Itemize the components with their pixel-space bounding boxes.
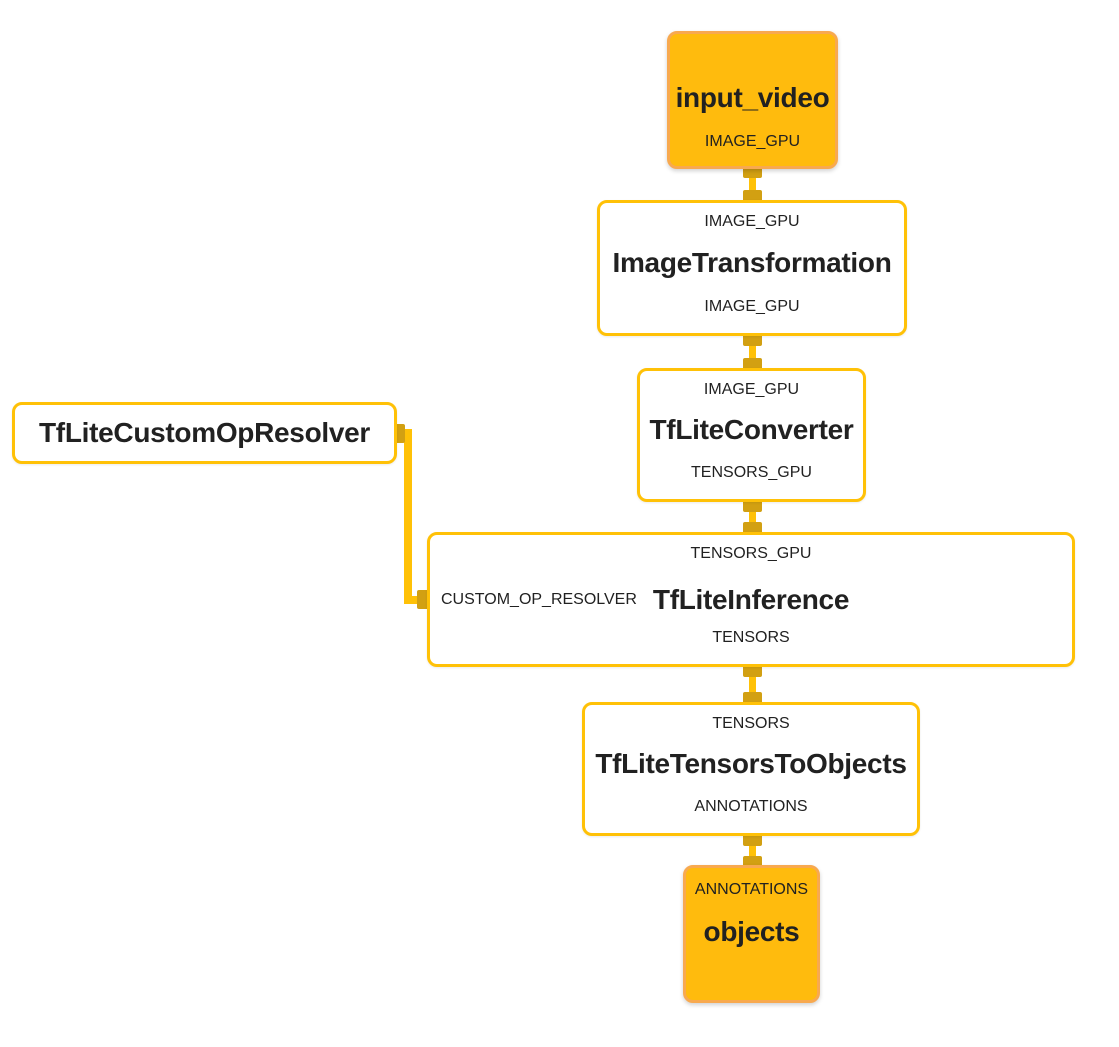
node-tflite-tensors-to-objects[interactable]: TENSORS TfLiteTensorsToObjects ANNOTATIO… — [582, 702, 920, 836]
node-image-transformation[interactable]: IMAGE_GPU ImageTransformation IMAGE_GPU — [597, 200, 907, 336]
edge-tensors-to-objects-to-objects — [749, 836, 756, 865]
node-title: TfLiteCustomOpResolver — [39, 417, 370, 448]
output-port-label: IMAGE_GPU — [704, 298, 800, 315]
node-tflite-custom-op-resolver[interactable]: TfLiteCustomOpResolver — [12, 402, 397, 464]
node-title: TfLiteInference — [652, 583, 850, 615]
node-tflite-converter[interactable]: IMAGE_GPU TfLiteConverter TENSORS_GPU — [637, 368, 866, 502]
input-port-label: TENSORS_GPU — [690, 545, 812, 562]
input-port-label: ANNOTATIONS — [694, 881, 809, 898]
node-title: TfLiteConverter — [649, 414, 854, 445]
node-title: ImageTransformation — [612, 247, 892, 278]
side-input-port-label: CUSTOM_OP_RESOLVER — [441, 590, 637, 608]
edge-custom-op-resolver-vertical — [404, 429, 412, 604]
output-port-label: ANNOTATIONS — [694, 798, 808, 815]
node-title: TfLiteTensorsToObjects — [595, 748, 907, 779]
edge-image-transformation-to-tflite-converter — [749, 336, 756, 368]
input-port-label: IMAGE_GPU — [703, 381, 800, 398]
node-tflite-inference[interactable]: TENSORS_GPU CUSTOM_OP_RESOLVER TfLiteInf… — [427, 532, 1075, 667]
edge-tflite-converter-to-tflite-inference — [749, 502, 756, 532]
input-port-label: IMAGE_GPU — [704, 213, 800, 230]
node-objects[interactable]: ANNOTATIONS objects — [683, 865, 820, 1003]
node-title: input_video — [675, 82, 830, 113]
output-port-label: TENSORS_GPU — [691, 464, 812, 481]
edge-tflite-inference-to-tensors-to-objects — [749, 667, 756, 702]
edge-input-video-to-image-transformation — [749, 169, 756, 200]
node-input-video[interactable]: input_video IMAGE_GPU — [667, 31, 838, 169]
edge-custom-op-resolver-horizontal-end — [404, 596, 427, 604]
node-title: objects — [703, 916, 800, 947]
output-port-label: TENSORS — [712, 629, 790, 646]
input-port-label: TENSORS — [712, 715, 790, 732]
output-port-label: IMAGE_GPU — [704, 133, 801, 150]
